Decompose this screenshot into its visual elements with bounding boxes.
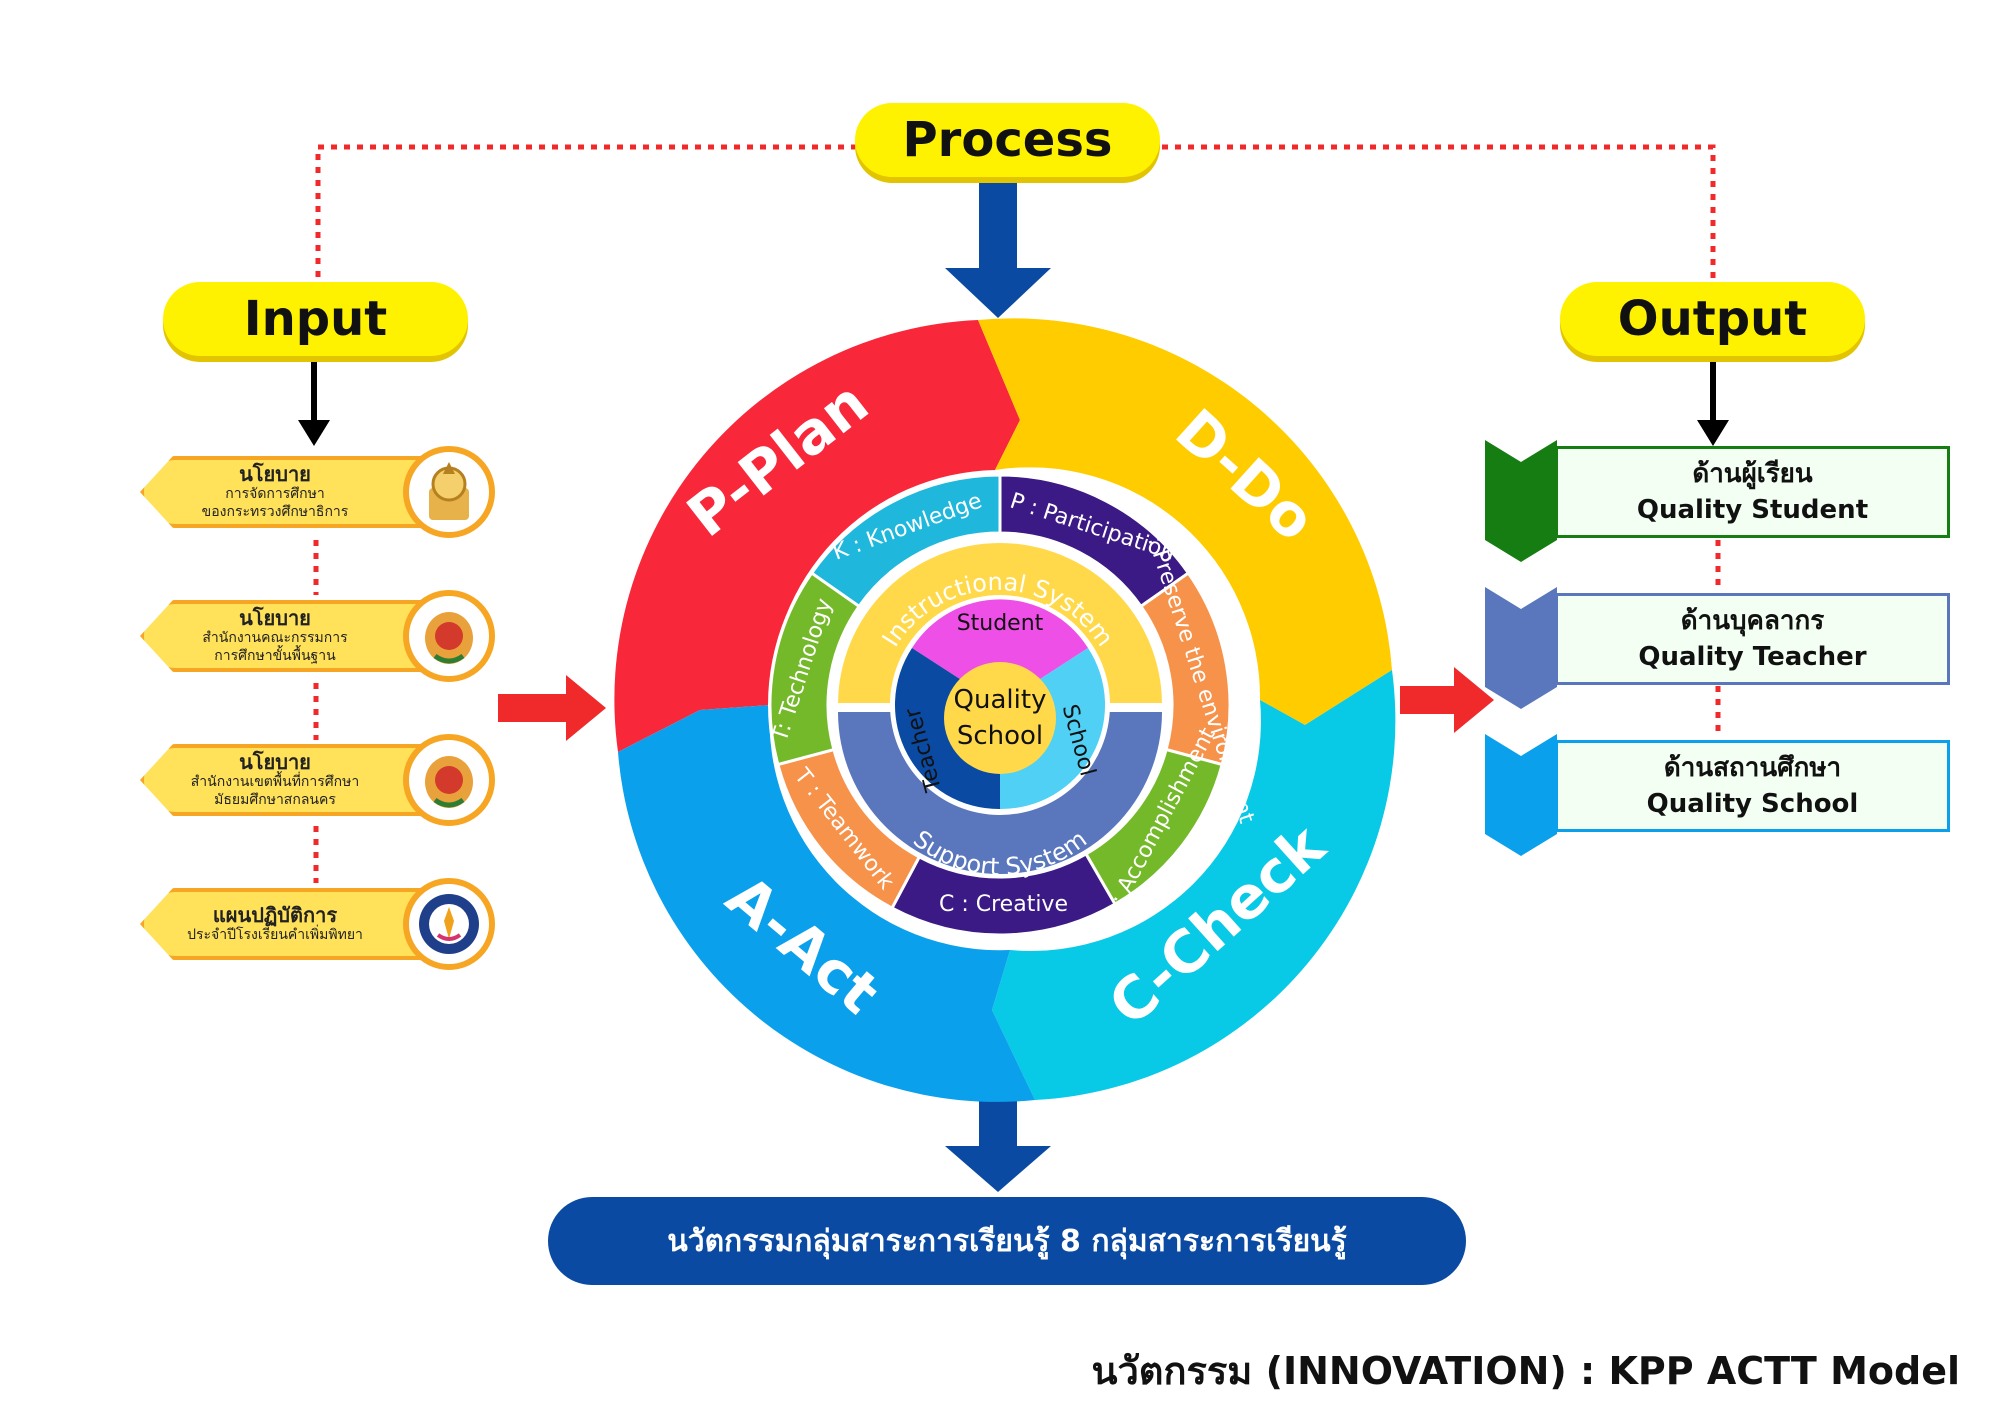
input-item-line2: การศึกษาขั้นพื้นฐาน xyxy=(214,648,336,664)
core-center-line1: Quality xyxy=(954,685,1047,715)
obec-seal-icon xyxy=(403,590,495,682)
core-circle: Student School Teacher Quality School xyxy=(890,595,1110,815)
pdca-plan-quadrant xyxy=(614,320,1020,752)
innovation-banner: นวัตกรรมกลุ่มสาระการเรียนรู้ 8 กลุ่มสาระ… xyxy=(548,1197,1466,1285)
pdca-check-quadrant xyxy=(992,670,1396,1100)
output-item-english: Quality School xyxy=(1646,789,1859,819)
output-item-english: Quality Teacher xyxy=(1638,642,1867,672)
output-chevron-icon xyxy=(1485,440,1557,562)
input-to-process-arrow xyxy=(498,675,606,741)
process-label: Process xyxy=(902,112,1113,168)
input-item-line1: สำนักงานคณะกรรมการ xyxy=(202,630,348,646)
output-item-thai: ด้านบุคลากร xyxy=(1680,606,1825,636)
output-chevron-icon xyxy=(1485,734,1557,856)
output-item-thai: ด้านสถานศึกษา xyxy=(1663,753,1842,783)
process-connector-lines xyxy=(313,144,1721,883)
input-item: นโยบาย สำนักงานคณะกรรมการ การศึกษาขั้นพื… xyxy=(140,590,495,682)
school-logo-icon xyxy=(403,878,495,970)
innovation-banner-text: นวัตกรรมกลุ่มสาระการเรียนรู้ 8 กลุ่มสาระ… xyxy=(667,1223,1347,1259)
input-item: นโยบาย สำนักงานเขตพื้นที่การศึกษา มัธยมศ… xyxy=(140,734,495,826)
input-label: Input xyxy=(243,291,388,347)
input-item-title: นโยบาย xyxy=(239,606,311,630)
process-pill: Process xyxy=(855,103,1160,177)
output-item: ด้านผู้เรียน Quality Student xyxy=(1555,446,1950,538)
output-item: ด้านสถานศึกษา Quality School xyxy=(1555,740,1950,832)
input-item-line2: ของกระทรวงศึกษาธิการ xyxy=(201,504,349,520)
process-to-output-arrow xyxy=(1400,667,1494,733)
output-item: ด้านบุคลากร Quality Teacher xyxy=(1555,593,1950,685)
input-item-line1: สำนักงานเขตพื้นที่การศึกษา xyxy=(190,774,360,790)
core-student-label: Student xyxy=(957,611,1044,636)
output-down-arrow xyxy=(1697,358,1729,446)
input-down-arrow xyxy=(298,358,330,446)
input-item-line2: มัธยมศึกษาสกลนคร xyxy=(214,792,336,808)
district-seal-icon xyxy=(403,734,495,826)
input-pill: Input xyxy=(163,282,468,356)
pdca-do-quadrant xyxy=(978,318,1392,725)
input-item: นโยบาย การจัดการศึกษา ของกระทรวงศึกษาธิก… xyxy=(140,446,495,538)
input-item-title: แผนปฏิบัติการ xyxy=(212,903,338,927)
process-down-arrow xyxy=(945,180,1051,318)
output-item-english: Quality Student xyxy=(1636,495,1869,525)
input-item-title: นโยบาย xyxy=(239,750,311,774)
input-item-title: นโยบาย xyxy=(239,462,311,486)
innovation-down-arrow xyxy=(945,1098,1051,1192)
input-item-line1: ประจำปีโรงเรียนคำเพิ่มพิทยา xyxy=(187,927,363,943)
output-pill: Output xyxy=(1560,282,1865,356)
footer-title: นวัตกรรม (INNOVATION) : KPP ACTT Model xyxy=(1091,1349,1960,1393)
output-chevron-icon xyxy=(1485,587,1557,709)
output-label: Output xyxy=(1617,291,1808,347)
output-item-thai: ด้านผู้เรียน xyxy=(1692,459,1813,489)
input-item-line1: การจัดการศึกษา xyxy=(225,486,325,502)
ministry-seal-icon xyxy=(403,446,495,538)
pdca-act-quadrant xyxy=(618,705,1035,1102)
core-student-segment xyxy=(912,599,1088,705)
input-item: แผนปฏิบัติการ ประจำปีโรงเรียนคำเพิ่มพิทย… xyxy=(140,878,495,970)
ring-segment-label: C : Creative xyxy=(939,892,1068,917)
core-center-line2: School xyxy=(957,721,1043,751)
